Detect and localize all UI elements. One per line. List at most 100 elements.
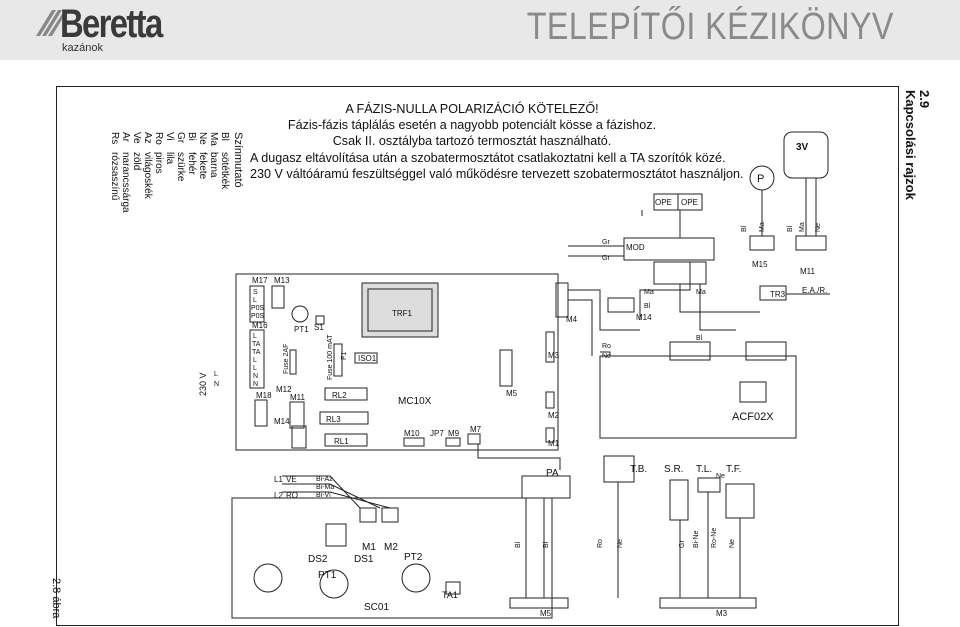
iso1-label: ISO1 [358, 354, 377, 363]
transformer-inner [367, 288, 433, 332]
brand-name: Beretta [60, 2, 163, 46]
terminal-label: S [253, 289, 258, 296]
m1-display-label: M1 [362, 542, 376, 553]
fuse-2af [289, 349, 297, 375]
m5-bottom-connector [509, 597, 569, 609]
acf02x-board [599, 355, 797, 439]
ta1-label: TA1 [442, 590, 458, 600]
pump-label: P [757, 173, 764, 185]
m5-bottom-label: M5 [540, 609, 552, 618]
rl2-label: RL2 [332, 391, 347, 400]
wire-label: Bi-Ma [316, 484, 334, 491]
tr3-shape [759, 285, 787, 301]
pt2-knob [401, 563, 431, 593]
m1-label: M1 [548, 439, 560, 448]
ta1-connector [445, 581, 461, 595]
m18-block [254, 399, 268, 427]
l2-color: RO [286, 491, 298, 500]
rl1-label: RL1 [334, 437, 349, 446]
wire-label: Bi-Az [316, 476, 333, 483]
pt2-label: PT2 [404, 552, 423, 563]
wire-label: Ro [597, 539, 604, 548]
warning-line: A FÁZIS-NULLA POLARIZÁCIÓ KÖTELEZŐ! [345, 102, 599, 116]
tb-thermostat [603, 455, 635, 483]
m17-label: M17 [252, 276, 268, 285]
m11-block [289, 401, 305, 429]
m11-label: M11 [800, 267, 816, 276]
fuse-f1 [333, 343, 343, 377]
m7-connector [467, 433, 481, 445]
wire-label: Bi-Ne [693, 530, 700, 548]
m14-label: M14 [636, 313, 652, 322]
m18-label: M18 [256, 391, 272, 400]
tr3-label: TR3 [770, 290, 786, 299]
acf-connector-2 [745, 341, 787, 361]
m7-label: M7 [470, 425, 482, 434]
wire-label: Ma [759, 222, 766, 232]
m13-block [271, 285, 285, 309]
m2-display-connector [381, 507, 399, 523]
f1-label: F1 [341, 352, 348, 360]
m14-block [291, 425, 307, 449]
warning-line: A dugasz eltávolítása után a szobatermos… [250, 150, 726, 165]
acf-relay [739, 381, 767, 403]
terminal-label: L [253, 333, 257, 340]
mod-label: MOD [626, 243, 645, 252]
fuse2-label: Fuse 2AF [283, 344, 290, 374]
wire-label: Ne [716, 473, 725, 480]
valve-label: 3V [796, 142, 809, 153]
terminal-label: L [253, 357, 257, 364]
fuse1-label: Fuse 100 mAT [327, 334, 334, 380]
pa-label: PA [546, 468, 559, 479]
m13-label: M13 [274, 276, 290, 285]
m2-connector [545, 391, 555, 409]
terminal-label: L [214, 371, 218, 378]
wire-label: Ne [815, 223, 822, 232]
mod-block [623, 237, 715, 261]
ea-label: E.A./R. [802, 286, 827, 295]
warning-text: A FÁZIS-NULLA POLARIZÁCIÓ KÖTELEZŐ! Fázi… [250, 101, 744, 182]
trf1-label: TRF1 [392, 309, 413, 318]
m2-display-label: M2 [384, 542, 398, 553]
terminal-label: L [253, 297, 257, 304]
wire-label: Ma [799, 222, 806, 232]
ds1-label: DS1 [354, 554, 374, 565]
tb-label: T.B. [630, 464, 647, 475]
m4-socket [653, 261, 707, 285]
wire-label: Gr [602, 239, 610, 246]
m5-label: M5 [506, 389, 518, 398]
manual-title: TELEPÍTŐI KÉZIKÖNYV [526, 6, 894, 48]
m15-connector [749, 235, 775, 251]
m9-connector [445, 437, 461, 447]
m3-bottom-connector [659, 597, 757, 609]
warning-line: 230 V váltóáramú feszültséggel való műkö… [250, 166, 744, 181]
brand-logo-icon [36, 10, 64, 36]
wire-label: Ma [696, 289, 706, 296]
pt1b-knob [319, 569, 349, 599]
tl-label: T.L. [696, 464, 712, 475]
mc10x-label: MC10X [398, 396, 432, 407]
wire-label: Ne [602, 353, 611, 360]
voltage-label: 230 V [198, 372, 208, 396]
tl-thermostat [697, 477, 721, 493]
iso1-shape [354, 352, 378, 364]
pt1-knob [253, 563, 283, 593]
pt1-label: PT1 [294, 325, 309, 334]
ds2-display [325, 523, 347, 547]
wire-label: Bl [543, 541, 550, 548]
terminal-label: TA [252, 349, 261, 356]
l1-label: L1 [274, 475, 283, 484]
s1-switch [315, 315, 325, 325]
wire-label: Bl [696, 335, 703, 342]
ds2-label: DS2 [308, 554, 328, 565]
warning-line: Csak II. osztályba tartozó termosztát ha… [332, 134, 612, 149]
pt1-display-label: PT1 [318, 570, 337, 581]
terminal-label: N [214, 381, 219, 388]
m12-label: M12 [276, 385, 292, 394]
warning-line: Fázis-fázis táplálás esetén a nagyobb po… [287, 118, 657, 133]
wire-label: Bl [644, 303, 651, 310]
m3-bottom-label: M3 [716, 609, 728, 618]
wire-label: Ro [602, 343, 611, 350]
m10-label: M10 [404, 429, 420, 438]
